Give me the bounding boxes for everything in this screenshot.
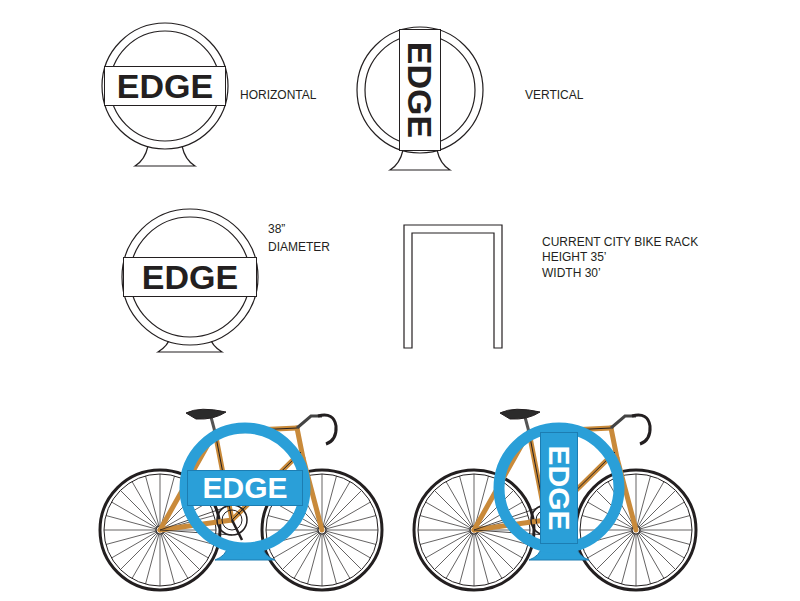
logo-text-group: EDGE [403,42,437,138]
logo-text: EDGE [117,69,213,103]
logo-band: EDGE [104,66,226,106]
logo-band: EDGE [187,470,303,506]
logo-text-group: EDGE [544,445,574,530]
blue-rack [185,428,619,560]
annotation-label: HORIZONTAL [240,88,316,102]
annotation-label: VERTICAL [525,88,583,102]
logo-band: EDGE [123,257,257,297]
annotation-label: WIDTH 30’ [542,266,601,280]
logo-text: EDGE [142,260,238,294]
logo-text: EDGE [403,42,437,138]
logo-text: EDGE [544,445,574,530]
annotation-label: CURRENT CITY BIKE RACK [542,235,698,249]
rack-ring [102,23,483,345]
bicycle [100,409,382,590]
bicycle [414,409,696,590]
annotation-label: HEIGHT 35’ [542,250,606,264]
logo-text-group: EDGE [117,69,213,103]
logo-text: EDGE [202,473,287,503]
logo-text-group: EDGE [202,473,287,503]
annotation-label: DIAMETER [268,240,330,254]
annotation-label: 38” [268,222,285,236]
logo-band: EDGE [399,29,441,151]
logo-band: EDGE [540,432,578,544]
logo-text-group: EDGE [142,260,238,294]
city-bike-rack [404,225,502,348]
